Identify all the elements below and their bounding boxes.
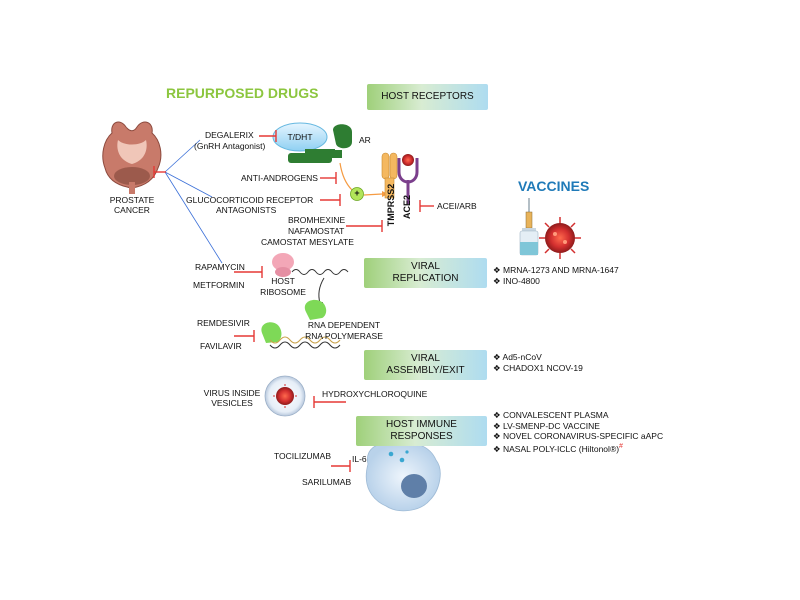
footnote-mark: # — [619, 442, 623, 450]
bullet-icon: ❖ — [493, 352, 501, 362]
host-ribosome-label-2: RIBOSOME — [260, 287, 306, 297]
connector-lines — [164, 139, 223, 264]
plus-label: + — [354, 188, 360, 198]
vaccine-item-suffix: ®) — [609, 443, 620, 454]
host-receptors-label: HOST RECEPTORS — [381, 91, 474, 102]
virus-vesicle-icon — [264, 375, 306, 417]
replication-vaccine-list: ❖ MRNA-1273 AND MRNA-1647 ❖ INO-4800 — [493, 265, 619, 286]
bullet-icon: ❖ — [493, 420, 501, 431]
glucocorticoid-label-2: ANTAGONISTS — [216, 205, 277, 215]
list-item: ❖ CONVALESCENT PLASMA — [493, 410, 663, 421]
t-dht-shape — [272, 122, 328, 152]
mrna-strand — [291, 269, 349, 275]
bromhexine-label: BROMHEXINE — [288, 215, 346, 225]
ar-label: AR — [359, 135, 371, 145]
camostat-label: CAMOSTAT MESYLATE — [261, 237, 354, 247]
assembly-vaccine-list: ❖ Ad5-nCoV ❖ CHADOX1 NCOV-19 — [493, 352, 583, 373]
tmprss2-receptor-icon — [381, 152, 398, 199]
tmprss2-label: TMPRSS2 — [386, 183, 396, 227]
rna-polymerase-label-1: RNA DEPENDENT — [307, 320, 381, 330]
vaccine-syringe-icon — [519, 198, 539, 256]
bullet-icon: ❖ — [493, 431, 501, 441]
virus-vesicles-label-2: VESICLES — [211, 398, 253, 408]
vaccine-item: NOVEL CORONAVIRUS-SPECIFIC aAPC — [503, 431, 664, 441]
list-item: ❖ INO-4800 — [493, 276, 619, 287]
nafamostat-label: NAFAMOSTAT — [288, 226, 345, 236]
bullet-icon: ❖ — [493, 275, 501, 286]
vaccine-item: NASAL POLY-ICLC (Hiltonol — [503, 443, 610, 454]
receptor-inhibitors — [259, 130, 434, 232]
remdesivir-label: REMDESIVIR — [197, 318, 250, 328]
tocilizumab-label: TOCILIZUMAB — [274, 451, 331, 461]
coronavirus-icon — [539, 217, 581, 259]
ace2-receptor-icon — [397, 154, 419, 204]
viral-assembly-label-1: VIRAL — [411, 353, 440, 364]
metformin-label: METFORMIN — [193, 280, 245, 290]
viral-replication-label-2: REPLICATION — [392, 273, 459, 284]
list-item: ❖ CHADOX1 NCOV-19 — [493, 363, 583, 374]
favilavir-label: FAVILAVIR — [200, 341, 242, 351]
degalerix-label: DEGALERIX — [205, 130, 254, 140]
ace2-label: ACE2 — [402, 195, 412, 220]
viral-assembly-band — [364, 350, 487, 380]
rapamycin-label: RAPAMYCIN — [195, 262, 245, 272]
vaccine-item: CHADOX1 NCOV-19 — [503, 362, 583, 373]
prostate-cancer-label-1: PROSTATE — [109, 195, 155, 205]
anti-androgens-label: ANTI-ANDROGENS — [241, 173, 318, 183]
bullet-icon: ❖ — [493, 362, 501, 373]
virus-vesicles-label-1: VIRUS INSIDE — [203, 388, 261, 398]
host-immune-band — [356, 416, 487, 446]
rdrp-bound-icon — [261, 322, 282, 343]
bullet-icon: ❖ — [493, 443, 501, 454]
viral-replication-band — [364, 258, 487, 288]
immune-cell-icon — [365, 442, 441, 512]
vaccine-item: CONVALESCENT PLASMA — [503, 410, 609, 420]
list-item: ❖ NOVEL CORONAVIRUS-SPECIFIC aAPC — [493, 431, 663, 442]
gnrh-antagonist-label: (GnRH Antagonist) — [194, 141, 266, 151]
vaccine-item: LV-SMENP-DC VACCINE — [503, 420, 600, 431]
host-ribosome-icon — [272, 253, 294, 277]
host-ribosome-label-1: HOST — [271, 276, 295, 286]
rna-polymerase-icon — [304, 299, 327, 320]
list-item: ❖ NASAL POLY-ICLC (Hiltonol®)# — [493, 442, 663, 454]
t-dht-label: T/DHT — [287, 132, 313, 142]
glucocorticoid-label-1: GLUCOCORTICOID RECEPTOR — [186, 195, 314, 205]
host-receptors-band — [367, 84, 488, 110]
host-immune-label-2: RESPONSES — [390, 431, 453, 442]
acei-arb-label: ACEI/ARB — [437, 201, 477, 211]
vaccine-item: INO-4800 — [503, 275, 540, 286]
vaccine-item: Ad5-nCoV — [502, 352, 542, 362]
host-immune-label-1: HOST IMMUNE — [386, 419, 457, 430]
activation-plus-icon — [350, 187, 364, 201]
list-item: ❖ MRNA-1273 AND MRNA-1647 — [493, 265, 619, 276]
il6-label: IL-6 — [352, 454, 367, 464]
bullet-icon: ❖ — [493, 265, 501, 275]
viral-replication-label-1: VIRAL — [411, 261, 440, 272]
immune-vaccine-list: ❖ CONVALESCENT PLASMA ❖ LV-SMENP-DC VACC… — [493, 410, 663, 454]
prostate-cancer-label-2: CANCER — [114, 205, 150, 215]
hydroxychloroquine-label: HYDROXYCHLOROQUINE — [322, 389, 428, 399]
androgen-receptor-icon — [288, 124, 352, 163]
list-item: ❖ LV-SMENP-DC VACCINE — [493, 421, 663, 432]
vaccines-heading: VACCINES — [518, 178, 590, 194]
viral-assembly-label-2: ASSEMBLY/EXIT — [386, 365, 465, 376]
list-item: ❖ Ad5-nCoV — [493, 352, 583, 363]
vaccine-item: MRNA-1273 AND MRNA-1647 — [503, 265, 619, 275]
bullet-icon: ❖ — [493, 410, 501, 420]
prostate-organ-icon — [102, 121, 162, 194]
rna-polymerase-label-2: RNA POLYMERASE — [305, 331, 383, 341]
sarilumab-label: SARILUMAB — [302, 477, 352, 487]
repurposed-drugs-heading: REPURPOSED DRUGS — [166, 85, 319, 101]
prostate-inhibitor — [153, 166, 166, 178]
